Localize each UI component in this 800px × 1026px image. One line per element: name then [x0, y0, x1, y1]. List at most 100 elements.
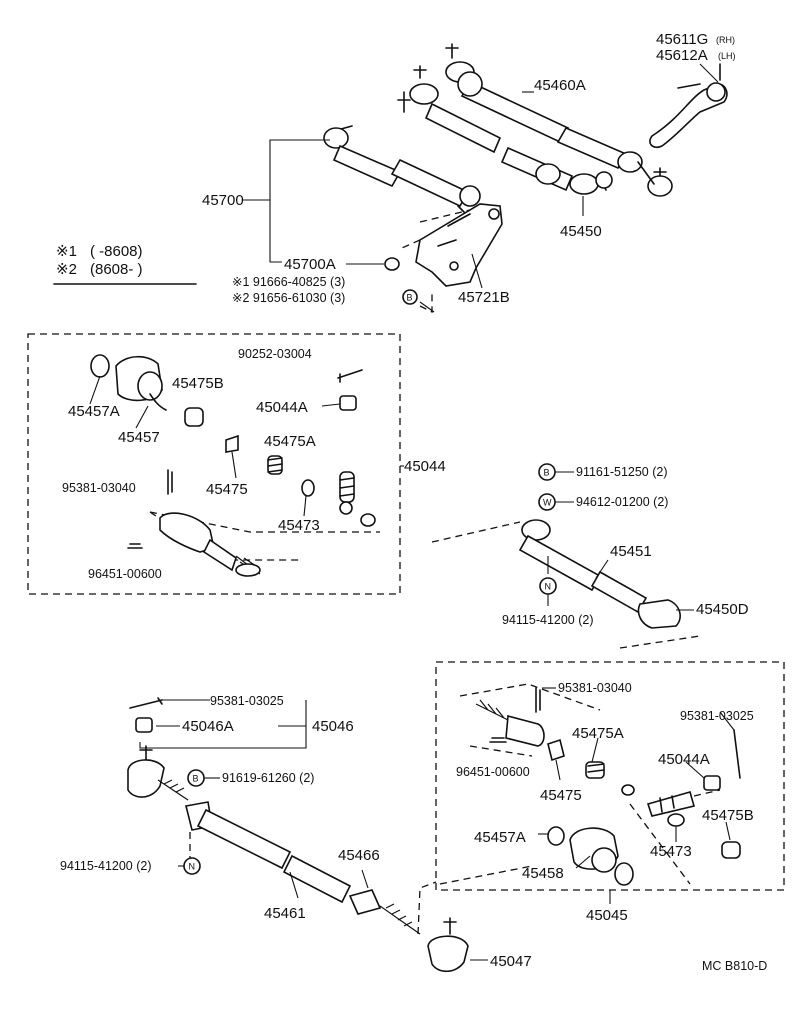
label-45475-right: 45475 — [540, 787, 582, 804]
label-45450D: 45450D — [696, 601, 749, 618]
pin-95381-03025-right — [733, 729, 741, 779]
kit-45044-box — [27, 333, 404, 595]
label-45466: 45466 — [338, 847, 380, 864]
legend-line2-mark: ※2 — [56, 261, 77, 278]
legend-line1-mark: ※1 — [56, 243, 77, 260]
label-45461: 45461 — [264, 905, 306, 922]
label-95381-03025-right: 95381-03025 — [680, 709, 754, 723]
relay-rod-45460A — [445, 43, 673, 197]
socket-45457 — [115, 355, 167, 411]
leader-45721B — [471, 253, 483, 289]
nut-45046A — [135, 717, 153, 733]
label-95381-03040-left: 95381-03040 — [62, 481, 136, 495]
label-45457: 45457 — [118, 429, 160, 446]
kit-45044-parts — [89, 354, 380, 577]
label-45612A: 45612A — [656, 47, 708, 64]
bracket-45046 — [139, 700, 307, 749]
leader-45611G — [699, 63, 719, 83]
snap-ring-45457A-right — [547, 826, 565, 846]
label-45475B-left: 45475B — [172, 375, 224, 392]
nut-45044A-right — [703, 775, 721, 791]
socket-45458 — [569, 827, 619, 873]
idler-arm-45611G — [649, 83, 728, 149]
label-96451-right: 96451-00600 — [456, 765, 530, 779]
label-94612: 94612-01200 (2) — [576, 495, 668, 509]
label-45044A-left: 45044A — [256, 399, 308, 416]
label-45473-right: 45473 — [650, 843, 692, 860]
label-45457A-right: 45457A — [474, 829, 526, 846]
pin-95381-03040-left — [167, 469, 173, 495]
spring-45475A — [267, 455, 283, 475]
label-45475-left: 45475 — [206, 481, 248, 498]
label-94115-mid: 94115-41200 (2) — [502, 613, 594, 627]
washer-96451-left — [127, 543, 143, 549]
nut-45700A — [384, 257, 400, 271]
label-45451: 45451 — [610, 543, 652, 560]
snap-ring-45457A — [90, 354, 110, 378]
label-45475A-right: 45475A — [572, 725, 624, 742]
label-45700: 45700 — [202, 192, 244, 209]
label-45046A: 45046A — [182, 718, 234, 735]
label-45457A-left: 45457A — [68, 403, 120, 420]
label-rh: (RH) — [716, 35, 735, 45]
legend-line2-range: (8608- ) — [90, 261, 143, 278]
label-45475A-left: 45475A — [264, 433, 316, 450]
kit-45045-box — [435, 661, 785, 904]
label-45045: 45045 — [586, 907, 628, 924]
label-circle-n-mid: N — [545, 582, 552, 592]
pin-90252 — [337, 369, 363, 383]
cap-45475B — [184, 407, 204, 427]
label-45044A-right: 45044A — [658, 751, 710, 768]
label-96451-left: 96451-00600 — [88, 567, 162, 581]
tie-rod-45450 — [397, 65, 613, 195]
label-circle-b-mid: B — [544, 468, 550, 478]
label-45475B-right: 45475B — [702, 807, 754, 824]
label-lh: (LH) — [718, 51, 736, 61]
label-91161: 91161-51250 (2) — [576, 465, 668, 479]
label-bolt2: ※2 91656-61030 (3) — [232, 291, 345, 305]
ball-stud-45475-right — [547, 738, 565, 762]
mid-right-hardware — [538, 463, 574, 606]
cap-45475B-right — [721, 841, 741, 859]
circle-b-top — [402, 289, 418, 305]
label-45700A: 45700A — [284, 256, 336, 273]
label-90252: 90252-03004 — [238, 347, 312, 361]
legend-line1-range: ( -8608) — [90, 243, 143, 260]
label-45460A: 45460A — [534, 77, 586, 94]
washer-96451-right — [489, 737, 507, 743]
label-45611G: 45611G — [656, 31, 708, 48]
pin-95381-03040-right — [535, 687, 541, 713]
seat-45473 — [301, 479, 315, 497]
ball-stud-45475 — [225, 434, 239, 453]
nut-45044A — [339, 395, 357, 411]
bracket-45721B — [415, 203, 503, 287]
drag-link-45700 — [323, 125, 481, 213]
label-circle-w-mid: W — [543, 498, 552, 508]
ball-stud-column — [339, 471, 355, 515]
label-45450-top: 45450 — [560, 223, 602, 240]
bracket-group-dashed — [401, 209, 471, 314]
label-45458: 45458 — [522, 865, 564, 882]
label-95381-03025-bottom: 95381-03025 — [210, 694, 284, 708]
leader-45700 — [269, 139, 330, 263]
model-range-legend: ※1 ( -8608) ※2 (8608- ) — [53, 243, 197, 285]
bottom-tie-rod-assembly — [127, 697, 488, 973]
spring-45475A-right — [585, 761, 605, 779]
kit-45045-parts — [439, 683, 741, 886]
label-45473-left: 45473 — [278, 517, 320, 534]
label-45047: 45047 — [490, 953, 532, 970]
label-91619: 91619-61260 (2) — [222, 771, 314, 785]
label-circle-b-top: B — [407, 293, 413, 303]
diagram-code: MC B810-D — [702, 959, 767, 973]
label-45721B: 45721B — [458, 289, 510, 306]
label-95381-03040-right: 95381-03040 — [558, 681, 632, 695]
label-45046: 45046 — [312, 718, 354, 735]
tie-rod-sleeve-45451 — [431, 519, 701, 649]
label-45044: 45044 — [404, 458, 446, 475]
label-bolt1: ※1 91666-40825 (3) — [232, 275, 345, 289]
label-circle-n-bottom: N — [189, 862, 196, 872]
top-assembly — [242, 43, 728, 314]
seat-45473-right — [667, 813, 685, 827]
label-circle-b-bottom: B — [193, 774, 199, 784]
